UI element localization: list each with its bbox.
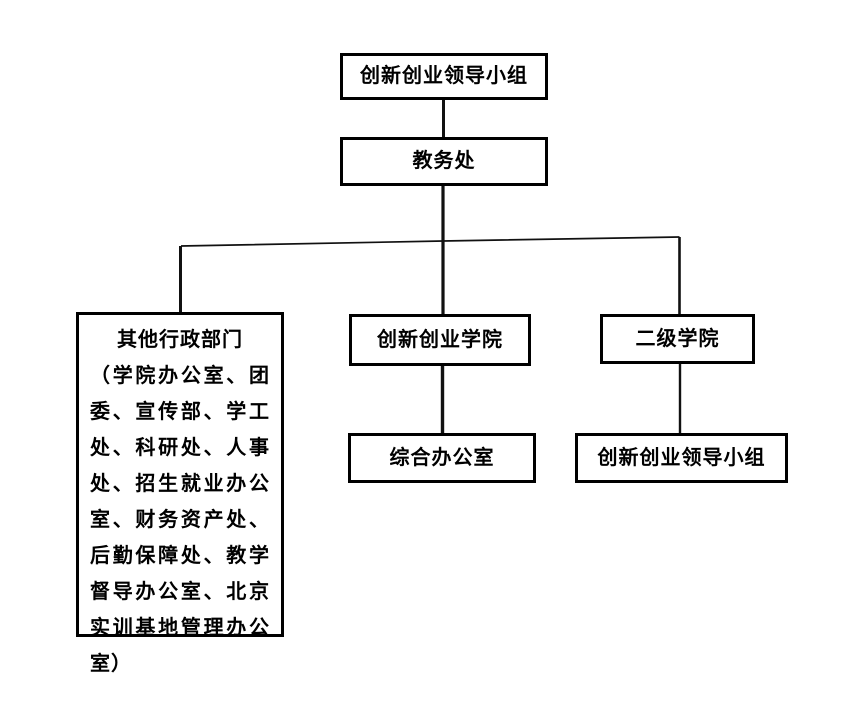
- node-academic-affairs: 教务处: [340, 137, 548, 186]
- node-innovation-college-label: 创新创业学院: [377, 328, 503, 351]
- node-innovation-college: 创新创业学院: [349, 314, 531, 366]
- node-leader-group-secondary: 创新创业领导小组: [575, 433, 788, 483]
- node-academic-affairs-label: 教务处: [412, 150, 476, 172]
- node-other-departments: 其他行政部门 （学院办公室、团委、宣传部、学工处、科研处、人事处、招生就业办公室…: [76, 312, 284, 675]
- node-secondary-colleges-label: 二级学院: [635, 327, 720, 350]
- edge-horizontal-bar: [180, 236, 680, 247]
- node-secondary-colleges: 二级学院: [600, 314, 755, 364]
- node-other-departments-title: 其他行政部门: [117, 329, 243, 351]
- node-general-office: 综合办公室: [348, 433, 536, 483]
- node-other-departments-detail: （学院办公室、团委、宣传部、学工处、科研处、人事处、招生就业办公室、财务资产处、…: [90, 365, 270, 675]
- node-leader-group-top-label: 创新创业领导小组: [360, 65, 528, 87]
- node-leader-group-secondary-label: 创新创业领导小组: [597, 446, 766, 469]
- node-general-office-label: 综合办公室: [389, 446, 495, 469]
- node-leader-group-top: 创新创业领导小组: [340, 53, 548, 100]
